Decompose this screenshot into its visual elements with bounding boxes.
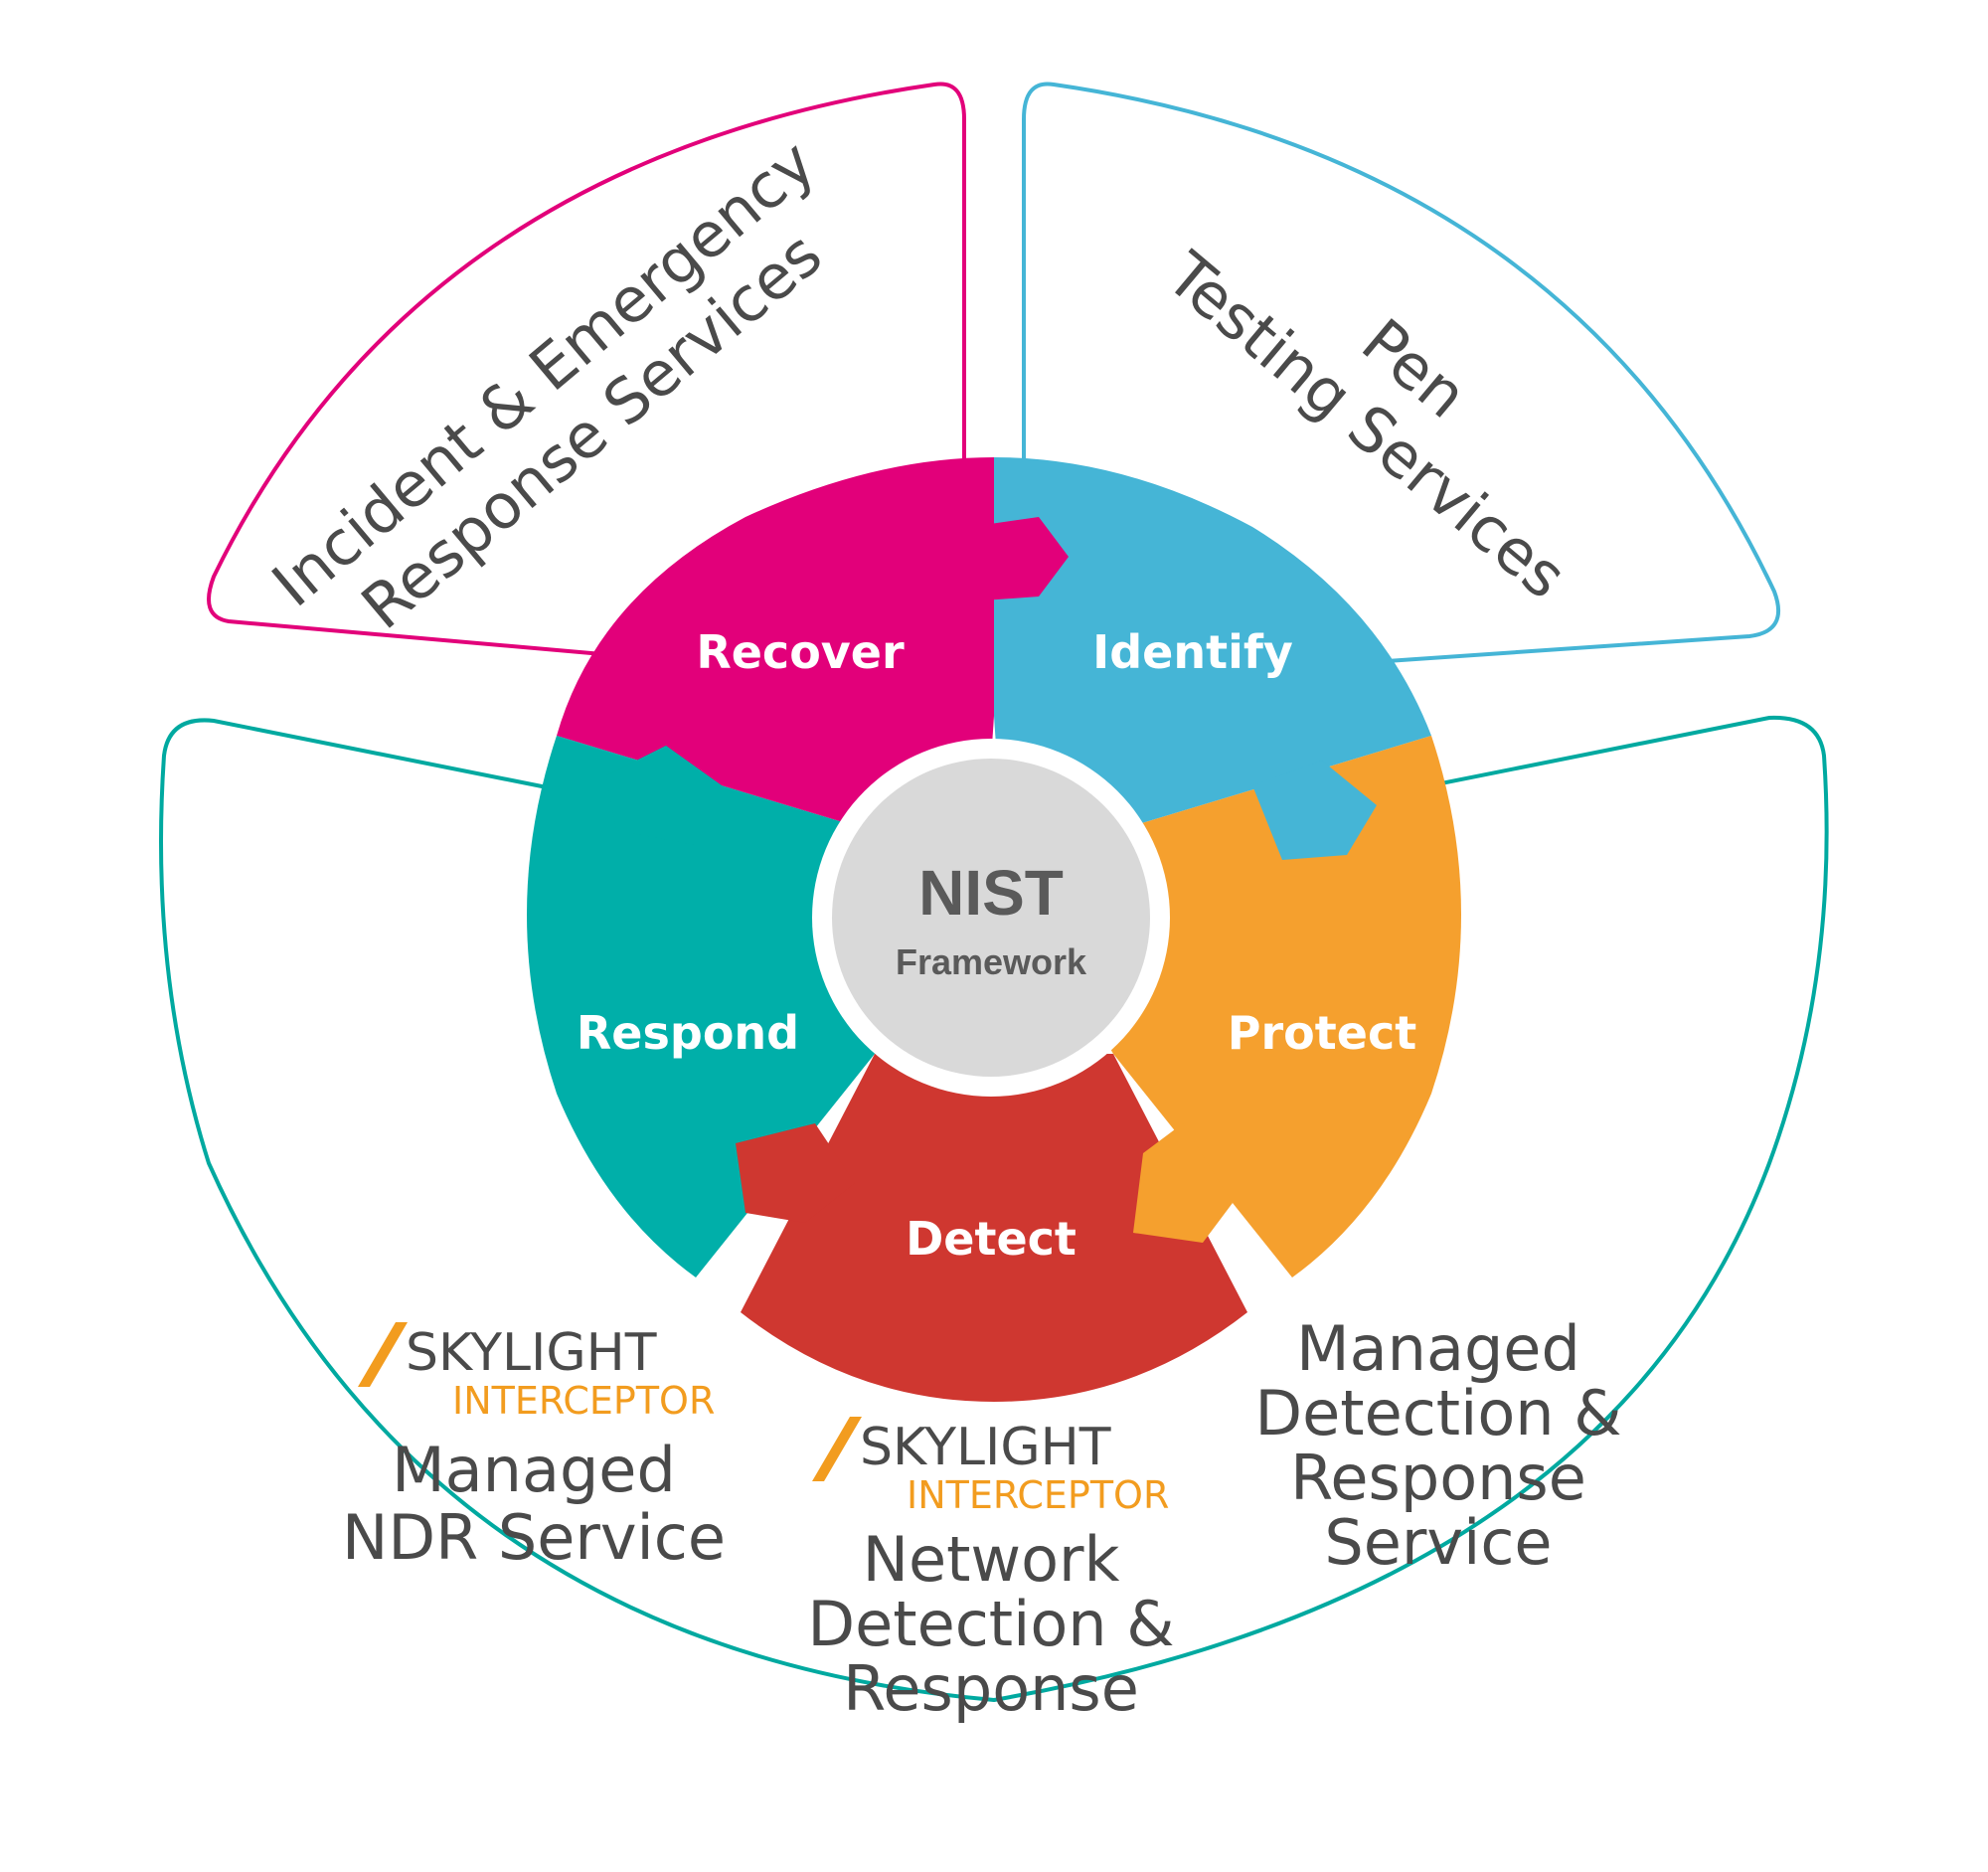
logo-left-mark [358, 1322, 408, 1387]
recover-tab [969, 517, 1069, 601]
detect-label: Detect [906, 1212, 1077, 1266]
skylight-logo-left: SKYLIGHT INTERCEPTOR [358, 1322, 715, 1423]
ndr-service-line-2: NDR Service [342, 1501, 726, 1574]
mdr-line-4: Service [1324, 1506, 1552, 1579]
ndr-line-2: Detection & [807, 1588, 1174, 1660]
mdr-line-2: Detection & [1254, 1377, 1621, 1449]
ndr-line-1: Network [863, 1523, 1120, 1596]
logo-left-sub: INTERCEPTOR [452, 1379, 715, 1423]
detect-tab [736, 1123, 855, 1223]
ndr-service-line-1: Managed [392, 1434, 676, 1506]
logo-center-name: SKYLIGHT [860, 1418, 1111, 1477]
mdr-line-3: Response [1290, 1442, 1586, 1514]
identify-label: Identify [1092, 625, 1293, 679]
protect-label: Protect [1228, 1006, 1416, 1060]
detect-segment[interactable] [741, 1054, 1247, 1402]
center-title: NIST [918, 857, 1064, 929]
ndr-line-3: Response [843, 1652, 1139, 1725]
skylight-logo-center: SKYLIGHT INTERCEPTOR [812, 1417, 1169, 1517]
protect-tab [1133, 1123, 1233, 1243]
identify-tab [1252, 761, 1377, 860]
logo-left-name: SKYLIGHT [406, 1323, 657, 1383]
respond-tab [606, 746, 736, 845]
logo-center-sub: INTERCEPTOR [907, 1473, 1169, 1517]
center-subtitle: Framework [896, 941, 1087, 982]
center-disc [832, 759, 1150, 1077]
logo-center-mark [812, 1417, 862, 1481]
respond-label: Respond [577, 1006, 799, 1060]
mdr-line-1: Managed [1296, 1312, 1580, 1385]
recover-label: Recover [696, 625, 905, 679]
